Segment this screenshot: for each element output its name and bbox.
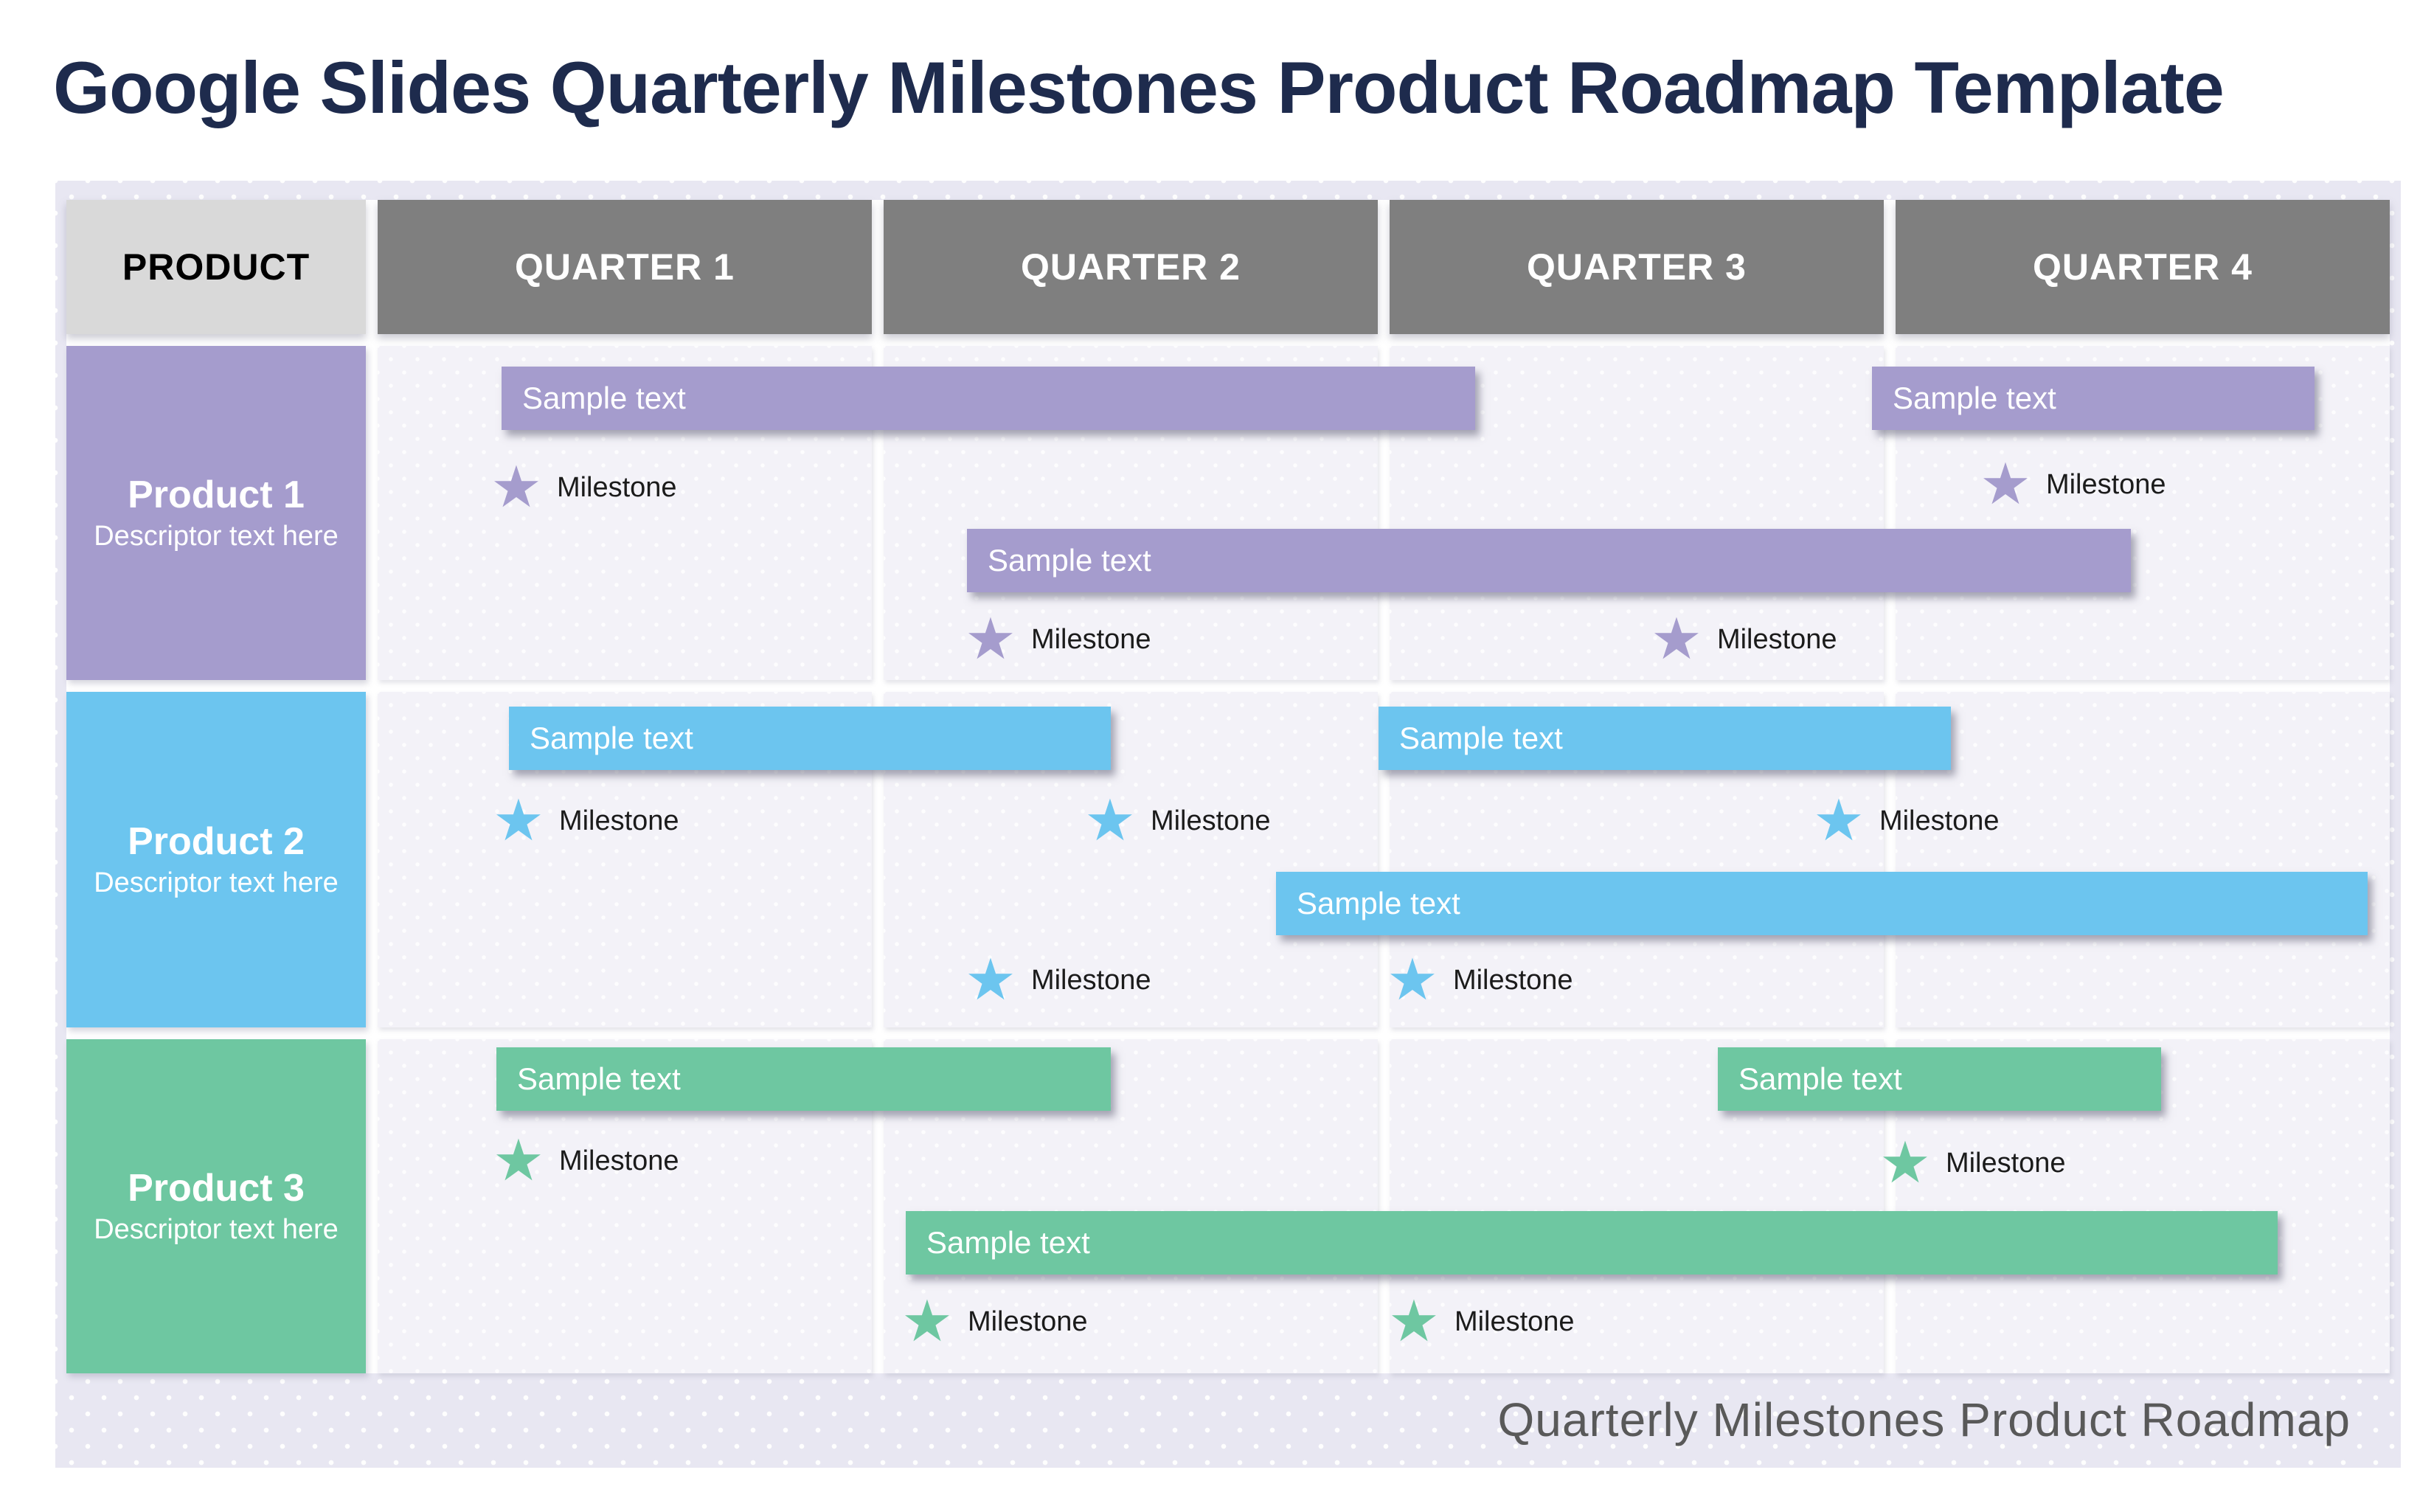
milestone-label: Milestone (1716, 623, 1837, 655)
product-name: Product 3 (128, 1167, 305, 1210)
milestone: ★Milestone (1813, 791, 2000, 850)
quarter-cell (884, 1039, 1378, 1373)
product-descriptor: Descriptor text here (94, 1214, 339, 1246)
roadmap-bar: Sample text (1276, 872, 2368, 935)
quarter-cell (1896, 692, 2390, 1027)
milestone: ★Milestone (965, 951, 1151, 1010)
product-column-header: PRODUCT (66, 200, 366, 334)
product-name: Product 1 (128, 474, 305, 517)
milestone-star-icon: ★ (490, 454, 542, 521)
footer-caption: Quarterly Milestones Product Roadmap (1497, 1393, 2351, 1446)
bar-label: Sample text (1297, 886, 1460, 920)
milestone: ★Milestone (1879, 1134, 2066, 1193)
milestone-star-icon: ★ (1084, 788, 1136, 854)
milestone-star-icon: ★ (1813, 788, 1865, 854)
milestone-label: Milestone (558, 1145, 679, 1176)
roadmap-bar: Sample text (509, 707, 1111, 770)
milestone-label: Milestone (558, 805, 679, 836)
milestone: ★Milestone (493, 1131, 679, 1190)
milestone-star-icon: ★ (1387, 947, 1438, 1013)
product-descriptor: Descriptor text here (94, 867, 339, 899)
quarter-header-4: QUARTER 4 (1896, 200, 2390, 334)
milestone: ★Milestone (493, 791, 679, 850)
milestone: ★Milestone (1651, 610, 1837, 669)
milestone-star-icon: ★ (965, 947, 1016, 1013)
bar-label: Sample text (1738, 1061, 1902, 1096)
milestone-label: Milestone (1150, 805, 1271, 836)
bar-label: Sample text (1399, 721, 1563, 755)
milestone: ★Milestone (1387, 951, 1573, 1010)
milestone-star-icon: ★ (493, 1128, 544, 1194)
milestone-label: Milestone (967, 1305, 1088, 1337)
roadmap-bar: Sample text (1872, 367, 2315, 430)
milestone-label: Milestone (1030, 964, 1151, 996)
milestone-label: Milestone (1030, 623, 1151, 655)
roadmap-bar: Sample text (1379, 707, 1951, 770)
bar-label: Sample text (926, 1225, 1090, 1260)
milestone-label: Milestone (1454, 1305, 1575, 1337)
milestone-label: Milestone (1945, 1147, 2066, 1179)
bar-label: Sample text (517, 1061, 681, 1096)
milestone-label: Milestone (1879, 805, 2000, 836)
bar-label: Sample text (1893, 381, 2056, 415)
milestone-label: Milestone (1452, 964, 1573, 996)
milestone-label: Milestone (556, 471, 677, 503)
milestone-star-icon: ★ (901, 1289, 953, 1355)
milestone: ★Milestone (965, 610, 1151, 669)
page-title: Google Slides Quarterly Milestones Produ… (53, 46, 2225, 128)
product-name: Product 2 (128, 820, 305, 864)
bar-label: Sample text (530, 721, 693, 755)
product-descriptor: Descriptor text here (94, 521, 339, 552)
quarter-header-2: QUARTER 2 (884, 200, 1378, 334)
bar-label: Sample text (988, 543, 1151, 578)
roadmap-bar: Sample text (1718, 1047, 2161, 1111)
milestone: ★Milestone (901, 1292, 1088, 1351)
roadmap-bar: Sample text (906, 1211, 2278, 1275)
milestone-star-icon: ★ (1980, 451, 2031, 518)
milestone-label: Milestone (2045, 468, 2166, 500)
milestone-star-icon: ★ (1651, 606, 1702, 673)
roadmap-bar: Sample text (496, 1047, 1111, 1111)
quarter-header-3: QUARTER 3 (1390, 200, 1884, 334)
milestone: ★Milestone (1388, 1292, 1575, 1351)
bar-label: Sample text (522, 381, 686, 415)
milestone: ★Milestone (490, 458, 677, 517)
roadmap-bar: Sample text (967, 529, 2131, 592)
milestone-star-icon: ★ (965, 606, 1016, 673)
quarter-header-1: QUARTER 1 (378, 200, 872, 334)
milestone-star-icon: ★ (493, 788, 544, 854)
roadmap-bar: Sample text (502, 367, 1475, 430)
milestone-star-icon: ★ (1879, 1130, 1931, 1196)
product-cell-3: Product 3 Descriptor text here (66, 1039, 366, 1373)
milestone: ★Milestone (1980, 455, 2166, 514)
product-cell-1: Product 1 Descriptor text here (66, 346, 366, 680)
milestone-star-icon: ★ (1388, 1289, 1440, 1355)
milestone: ★Milestone (1084, 791, 1271, 850)
